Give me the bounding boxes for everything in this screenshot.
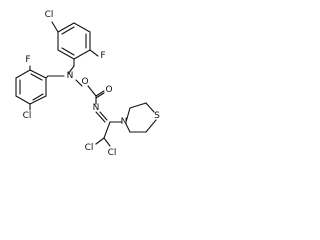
thiomorpholine-ring [125, 102, 157, 133]
bond [15, 69, 31, 79]
top-aryl-ring [51, 21, 99, 67]
bond [125, 123, 131, 133]
double-bond [99, 111, 108, 121]
atom-label-s: S [154, 111, 160, 121]
aromatic-bond [32, 93, 44, 101]
aromatic-bond [30, 73, 43, 81]
bond [89, 49, 99, 57]
atom-label-cl: Cl [45, 10, 54, 20]
chemical-structure-diagram: Cl F F N O O Cl N N S Cl Cl [15, 10, 160, 158]
bond [75, 79, 83, 87]
bond [103, 137, 111, 147]
atom-label-n: N [67, 71, 74, 81]
bond [15, 95, 31, 105]
bond [73, 49, 91, 60]
bond [51, 21, 59, 33]
atom-label-f: F [25, 55, 30, 65]
bond [145, 119, 157, 133]
aromatic-bond [61, 47, 75, 56]
bond [73, 22, 91, 33]
bond [57, 49, 75, 60]
atom-label-n: N [121, 117, 128, 127]
bond [103, 121, 111, 139]
bond [45, 75, 49, 79]
double-bond [95, 92, 105, 99]
bond [129, 102, 147, 109]
bond [67, 65, 75, 75]
atom-label-cl: Cl [108, 148, 117, 158]
bond [95, 111, 106, 123]
bond [95, 137, 105, 145]
bond [145, 102, 155, 113]
bond [29, 95, 47, 105]
aromatic-bond [61, 26, 75, 35]
atom-label-n: N [93, 103, 100, 113]
bond [57, 22, 75, 33]
atom-label-o: O [81, 77, 88, 87]
left-aryl-ring [15, 65, 49, 111]
bond [95, 90, 105, 97]
atom-label-f: F [100, 51, 105, 61]
bond [87, 85, 97, 97]
atom-label-cl: Cl [85, 143, 94, 153]
atom-label-cl: Cl [23, 111, 32, 121]
bond [125, 107, 131, 123]
atom-label-o: O [105, 85, 112, 95]
bond [29, 69, 47, 79]
